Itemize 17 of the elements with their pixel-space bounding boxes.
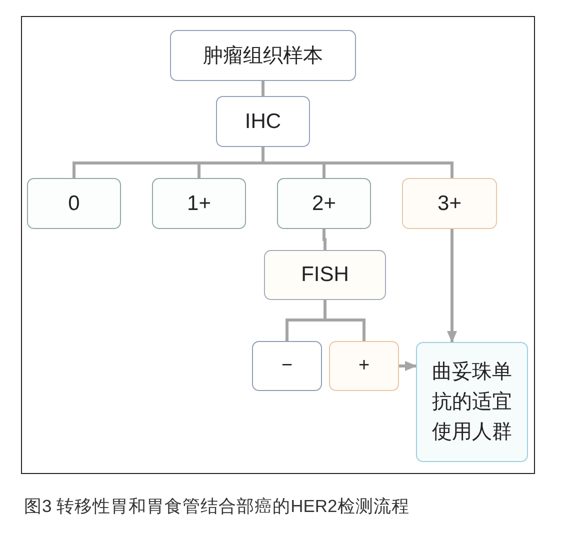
connector-line [262, 81, 264, 96]
connector-line [322, 229, 326, 250]
connector-line [262, 147, 454, 178]
result-box: + [329, 341, 399, 391]
score-box: 1+ [152, 178, 246, 229]
score-box: 3+ [402, 178, 497, 229]
score-box: 0 [27, 178, 121, 229]
arrow [399, 361, 417, 371]
outcome-box: 曲妥珠单抗的适宜使用人群 [416, 342, 528, 462]
sample-box: 肿瘤组织样本 [170, 30, 356, 81]
connector-line [324, 300, 366, 341]
result-box: − [252, 341, 322, 391]
arrow [447, 229, 457, 343]
test-box: FISH [264, 250, 386, 300]
test-box: IHC [216, 96, 310, 147]
score-box: 2+ [277, 178, 371, 229]
figure-caption: 图3 转移性胃和胃食管结合部癌的HER2检测流程 [24, 495, 410, 518]
